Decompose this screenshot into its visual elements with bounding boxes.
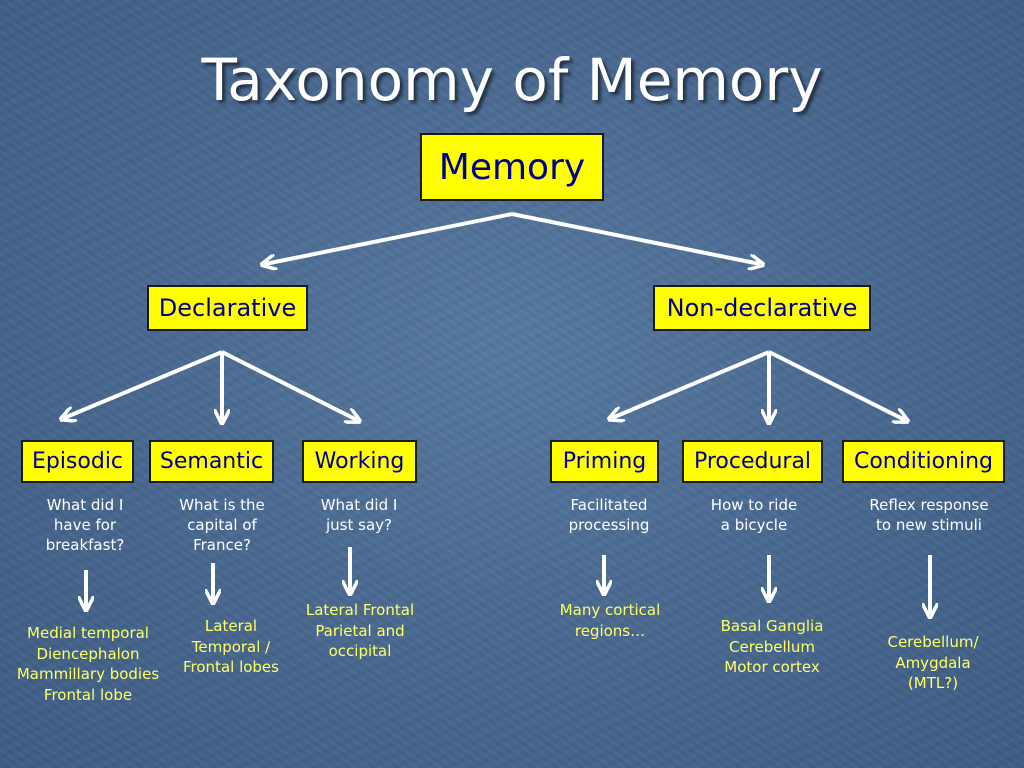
episodic-description-line: have for — [53, 516, 117, 534]
episodic-regions: Medial temporal Diencephalon Mammillary … — [10, 623, 166, 705]
priming-regions: Many cortical regions… — [545, 600, 675, 641]
procedural-region-line: Cerebellum — [729, 637, 815, 656]
episodic-region-line: Medial temporal — [27, 624, 149, 642]
conditioning-description-line: Reflex response — [869, 496, 989, 514]
conditioning-region-line: Cerebellum/ — [887, 633, 979, 651]
semantic-description: What is the capital of France? — [162, 495, 282, 555]
episodic-region-line: Frontal lobe — [43, 685, 133, 704]
working-region-line: Parietal and — [315, 621, 405, 640]
episodic-region-line: Diencephalon — [36, 644, 140, 663]
arrow-memory-to-declarative — [265, 212, 513, 264]
semantic-regions: Lateral Temporal / Frontal lobes — [166, 616, 296, 678]
memory-box: Memory — [420, 133, 604, 201]
working-region-line: occipital — [328, 642, 392, 660]
priming-description: Facilitated processing — [549, 495, 669, 535]
procedural-description-line: a bicycle — [720, 516, 788, 534]
priming-box: Priming — [550, 440, 659, 483]
conditioning-region-line: Amygdala — [895, 653, 971, 672]
working-description: What did I just say? — [299, 495, 419, 535]
working-description-line: What did I — [320, 496, 398, 514]
working-description-line: just say? — [326, 516, 392, 534]
episodic-description: What did I have for breakfast? — [25, 495, 145, 555]
semantic-description-line: capital of — [187, 516, 257, 534]
procedural-description-line: How to ride — [710, 496, 798, 514]
semantic-region-line: Lateral — [204, 617, 258, 635]
arrow-declarative-to-episodic — [64, 350, 223, 418]
conditioning-region-line: (MTL?) — [907, 674, 959, 692]
working-region-line: Lateral Frontal — [305, 601, 415, 619]
priming-description-line: processing — [568, 516, 650, 534]
declarative-box: Declarative — [147, 285, 308, 331]
procedural-regions: Basal Ganglia Cerebellum Motor cortex — [707, 616, 837, 678]
procedural-region-line: Motor cortex — [724, 658, 820, 676]
non-declarative-box: Non-declarative — [653, 285, 871, 331]
conditioning-description-line: to new stimuli — [876, 516, 982, 534]
arrow-non-declarative-to-priming — [612, 350, 770, 418]
episodic-region-line: Mammillary bodies — [16, 665, 160, 683]
conditioning-regions: Cerebellum/ Amygdala (MTL?) — [868, 632, 998, 694]
priming-description-line: Facilitated — [570, 496, 648, 514]
semantic-description-line: France? — [193, 536, 251, 554]
arrow-declarative-to-working — [221, 350, 357, 420]
semantic-region-line: Frontal lobes — [183, 658, 279, 676]
priming-region-line: Many cortical — [559, 601, 661, 619]
working-box: Working — [302, 440, 417, 483]
semantic-region-line: Temporal / — [191, 637, 271, 656]
episodic-box: Episodic — [21, 440, 134, 483]
episodic-description-line: breakfast? — [45, 536, 125, 554]
procedural-description: How to ride a bicycle — [694, 495, 814, 535]
slide-title: Taxonomy of Memory — [201, 46, 823, 114]
working-regions: Lateral Frontal Parietal and occipital — [290, 600, 430, 662]
semantic-description-line: What is the — [179, 496, 265, 514]
arrow-memory-to-non-declarative — [511, 212, 760, 264]
conditioning-box: Conditioning — [842, 440, 1005, 483]
episodic-description-line: What did I — [46, 496, 124, 514]
semantic-box: Semantic — [149, 440, 274, 483]
conditioning-description: Reflex response to new stimuli — [859, 495, 999, 535]
procedural-box: Procedural — [682, 440, 823, 483]
arrow-non-declarative-to-conditioning — [768, 350, 905, 420]
priming-region-line: regions… — [574, 621, 646, 640]
procedural-region-line: Basal Ganglia — [720, 617, 824, 635]
